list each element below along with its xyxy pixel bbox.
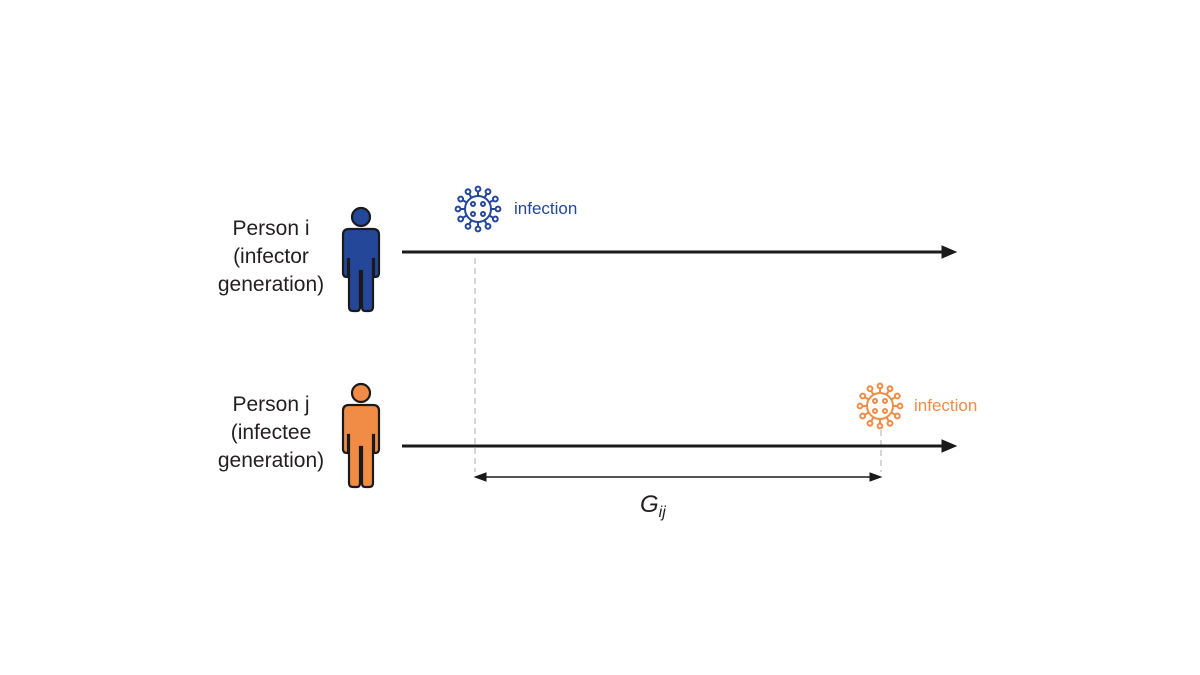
person-j-label: Person j (infectee generation) [196,391,346,475]
person-j-name: Person j [232,393,310,416]
virus-icon [454,185,502,233]
person-icon [341,382,381,489]
infection-label-infector: infection [514,199,578,218]
person-i-role: (infector [233,245,309,268]
interval-subscript: ij [658,504,666,521]
person-i-role-cont: generation) [217,273,325,296]
generation-interval-label: Gij [640,491,666,522]
interval-arrow [473,472,883,482]
person-i-label: Person i (infector generation) [196,215,346,299]
person-i-name: Person i [232,217,310,240]
person-j-role: (infectee [230,421,312,444]
timeline-infector [402,245,958,259]
person-j-role-cont: generation) [217,449,325,472]
infection-label-infectee: infection [914,396,978,415]
interval-symbol: G [640,491,659,518]
timeline-infectee [402,439,958,453]
person-icon [341,206,381,313]
virus-icon [856,382,904,430]
